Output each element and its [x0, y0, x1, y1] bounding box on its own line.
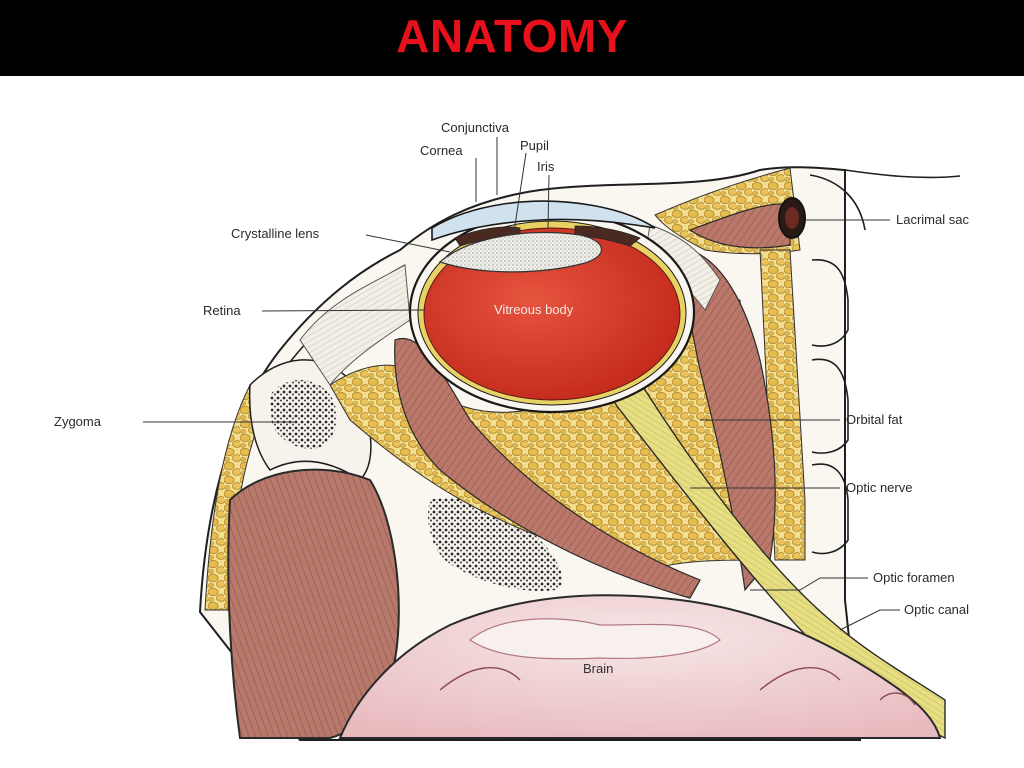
lateral-rectus [394, 337, 701, 599]
temporalis-muscle [227, 468, 400, 739]
ethmoid-cells [809, 169, 961, 555]
sphenoid-marrow [428, 497, 563, 591]
cornea [431, 200, 656, 242]
label-pupil: Pupil [520, 138, 549, 153]
label-conjunctiva: Conjunctiva [441, 120, 510, 135]
leader-lines [143, 137, 900, 631]
label-zygoma: Zygoma [54, 414, 102, 429]
label-optic-canal: Optic canal [904, 602, 969, 617]
title-bar [0, 0, 1024, 76]
label-lacrimal-sac: Lacrimal sac [896, 212, 969, 227]
label-orbital-fat: Orbital fat [846, 412, 903, 427]
label-cornea: Cornea [420, 143, 463, 158]
lacrimal-sac [688, 197, 806, 249]
label-optic-foramen: Optic foramen [873, 570, 955, 585]
page-title: ANATOMY [396, 10, 628, 62]
label-retina: Retina [203, 303, 241, 318]
lateral-ligament [299, 264, 411, 386]
label-optic-nerve: Optic nerve [846, 480, 912, 495]
label-vitreous-body: Vitreous body [494, 302, 574, 317]
label-crystalline-lens: Crystalline lens [231, 226, 320, 241]
label-iris: Iris [537, 159, 555, 174]
zygoma-marrow [270, 380, 337, 449]
label-brain: Brain [583, 661, 613, 676]
iris [454, 226, 521, 247]
optic-nerve-shape [608, 380, 946, 740]
brain [338, 594, 942, 739]
crystalline-lens [438, 231, 603, 273]
